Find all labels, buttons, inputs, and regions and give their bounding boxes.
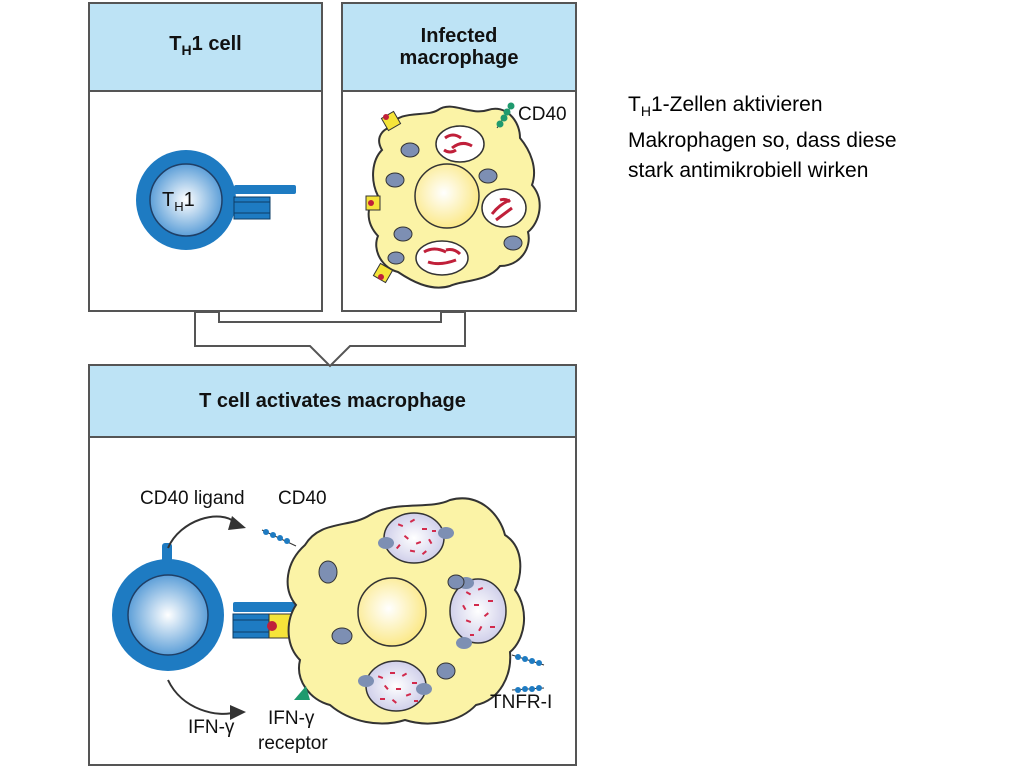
tnfr-label: TNFR-I — [490, 692, 553, 713]
activation-panel-header: T cell activates macrophage — [90, 366, 575, 438]
infected-title-line1: Infected — [420, 25, 498, 47]
th1-cell-panel-title: TH1 cell — [169, 33, 242, 58]
ifn-gamma-label: IFN-γ — [188, 717, 235, 738]
phagolysosome — [358, 660, 432, 712]
phagolysosome — [449, 577, 507, 649]
tnfr-receptor — [511, 685, 545, 693]
activated-macrophage — [261, 497, 545, 725]
bacterial-vacuole — [481, 188, 527, 228]
ifn-gamma-arrow — [167, 679, 246, 720]
cd40-label-bottom: CD40 — [278, 488, 327, 509]
tnfr-receptor — [511, 654, 545, 666]
cd40-ligand-arrow — [167, 515, 246, 549]
mhc-peptide-complex — [380, 110, 402, 132]
ifn-receptor-label-line2: receptor — [258, 733, 328, 754]
cd40-ligand-label: CD40 ligand — [140, 488, 245, 509]
caption-line1: TH1-Zellen aktivieren — [628, 93, 823, 120]
caption-line2: Makrophagen so, dass diese — [628, 129, 897, 153]
infected-macrophage — [365, 102, 541, 289]
mhc-peptide-complex — [365, 195, 381, 211]
th1-cell — [136, 150, 296, 250]
cd40-receptor — [261, 529, 297, 547]
infected-title-line2: macrophage — [399, 47, 519, 69]
cd40-receptor — [496, 102, 515, 129]
caption-line3: stark antimikrobiell wirken — [628, 159, 869, 183]
infected-macrophage-panel-header: Infected macrophage — [343, 4, 575, 92]
bacterial-vacuole — [435, 125, 485, 163]
ifn-receptor-label-line1: IFN-γ — [268, 708, 315, 729]
phagolysosome — [378, 512, 454, 564]
th1-cell-panel-header: TH1 cell — [90, 4, 321, 92]
cd40-label-top: CD40 — [518, 104, 567, 125]
th1-cell-label: TH1 — [162, 189, 195, 214]
th1-cell-panel: TH1 cell — [88, 2, 323, 312]
mhc-peptide-complex — [372, 262, 394, 284]
side-caption: TH1-Zellen aktivieren Makrophagen so, da… — [628, 90, 988, 186]
bacterial-vacuole — [415, 240, 469, 276]
ifn-gamma-receptor — [294, 686, 310, 700]
merge-arrow — [194, 311, 466, 368]
th1-cell-activating — [112, 543, 297, 671]
activation-panel-title: T cell activates macrophage — [199, 390, 466, 412]
